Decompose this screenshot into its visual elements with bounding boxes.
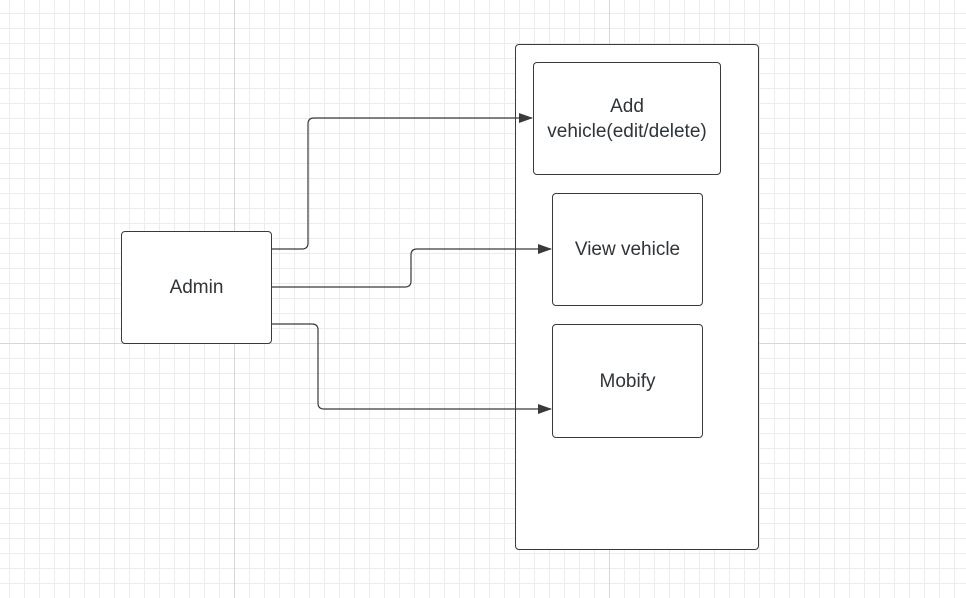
- view-vehicle-node[interactable]: View vehicle: [552, 193, 703, 306]
- edge-admin-to-add-vehicle[interactable]: [272, 113, 533, 250]
- mobify-node[interactable]: Mobify: [552, 324, 703, 438]
- add-vehicle-node[interactable]: Add vehicle(edit/delete): [533, 62, 721, 175]
- add-vehicle-label-line2: vehicle(edit/delete): [547, 120, 707, 142]
- admin-node[interactable]: Admin: [121, 231, 272, 344]
- mobify-label: Mobify: [599, 370, 656, 392]
- add-vehicle-label-line1: Add: [610, 95, 644, 117]
- view-vehicle-label: View vehicle: [574, 239, 681, 260]
- admin-node-label: Admin: [169, 277, 224, 298]
- edge-admin-to-view-vehicle[interactable]: [272, 244, 552, 288]
- edge-admin-to-mobify[interactable]: [272, 323, 552, 414]
